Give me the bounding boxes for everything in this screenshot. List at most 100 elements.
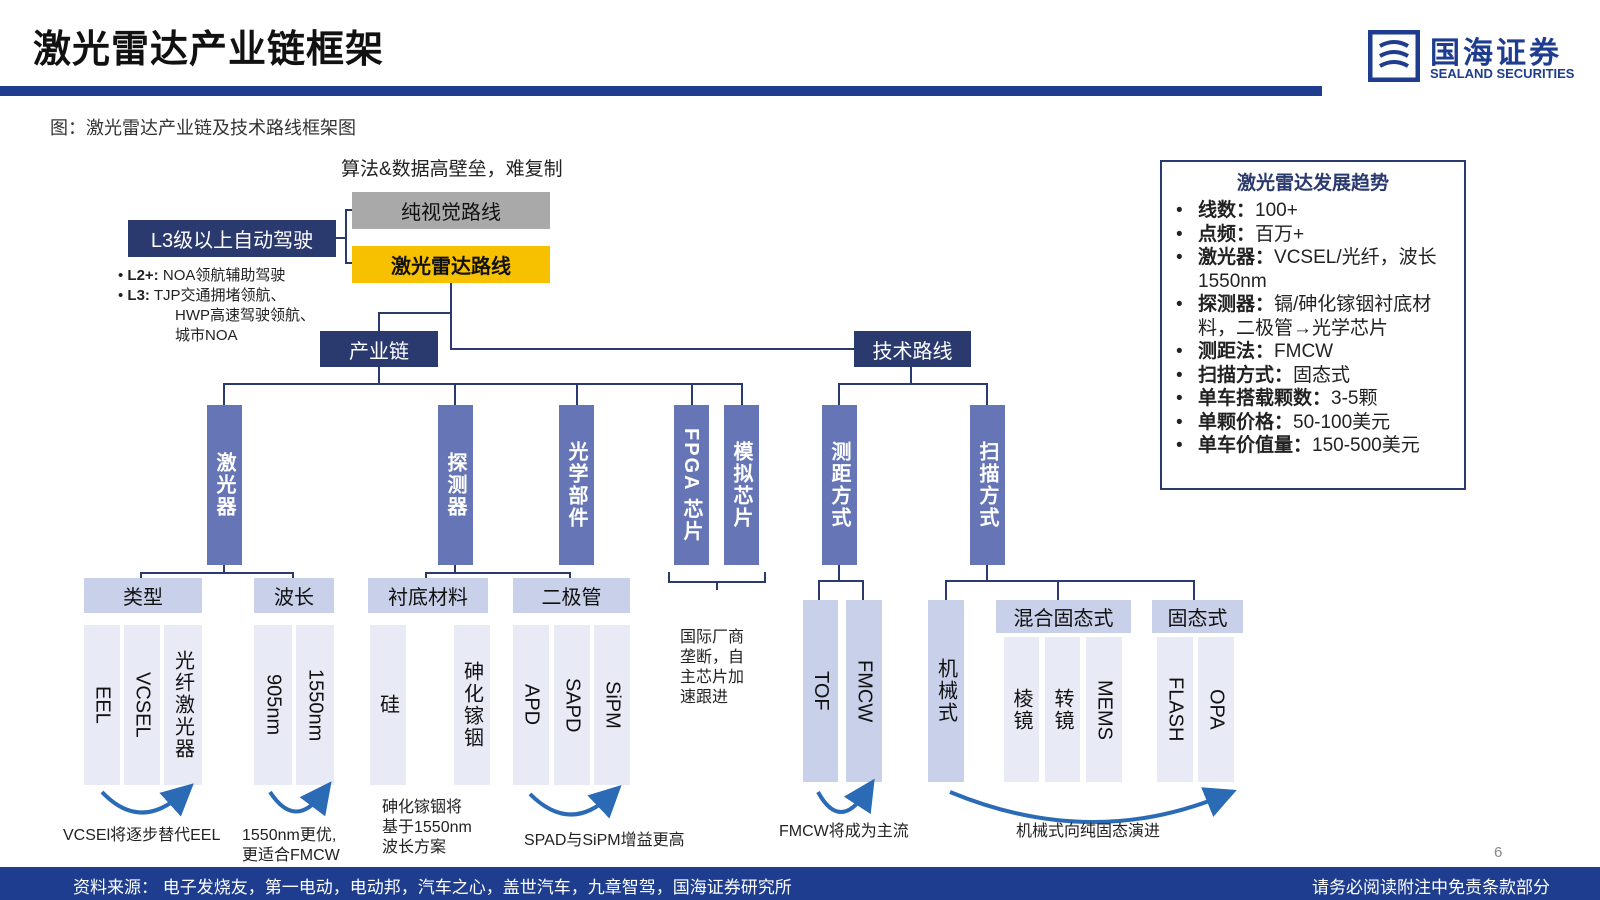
trend-list: 线数：100+ 点频：百万+ 激光器：VCSEL/光纤，波长1550nm 探测器…: [1174, 199, 1454, 458]
trend-item: 测距法：FMCW: [1174, 340, 1454, 364]
trend-val: 固态式: [1293, 364, 1351, 386]
fpga-chip-box: FPGA 芯片: [674, 405, 709, 565]
trend-val: 镉/砷化镓铟衬底材料，二极管→光学芯片: [1198, 294, 1432, 339]
page-number: 6: [1494, 844, 1503, 861]
trend-key: 扫描方式：: [1198, 364, 1294, 386]
connector: [425, 572, 571, 574]
bullet-icon: •: [118, 267, 128, 284]
trend-val: 3-5颗: [1331, 388, 1378, 409]
connector: [986, 383, 988, 405]
pure-vision-box: 纯视觉路线: [352, 192, 550, 229]
tech-route-box: 技术路线: [854, 331, 971, 367]
header-bar: [0, 86, 1322, 96]
arrow-vcsel-icon: [100, 783, 194, 817]
connector: [741, 383, 743, 405]
ranging-tof: TOF: [803, 600, 838, 782]
arrow-1550-icon: [268, 781, 332, 817]
type-vcsel: VCSEL: [124, 625, 160, 785]
trend-key: 单车价值量：: [1198, 435, 1313, 456]
optics-box: 光学部件: [559, 405, 594, 565]
trend-val: VCSEL/光纤，波长1550nm: [1198, 247, 1437, 292]
l2-bullet: • L2+: NOA领航辅助驾驶: [118, 266, 285, 286]
connector: [764, 572, 766, 582]
connector: [223, 383, 743, 385]
trend-item: 激光器：VCSEL/光纤，波长1550nm: [1174, 246, 1454, 293]
wavelength-905: 905nm: [254, 625, 292, 785]
hybrid-solid-header: 混合固态式: [996, 600, 1131, 633]
connector: [945, 580, 947, 600]
connector: [838, 383, 988, 385]
hybrid-prism: 棱镜: [1004, 637, 1039, 782]
l3-text-2: HWP高速驾驶领航、: [175, 307, 315, 324]
trend-val: 100+: [1255, 200, 1298, 221]
connector: [292, 572, 294, 580]
connector: [569, 572, 571, 580]
trend-key: 测距法：: [1198, 341, 1275, 362]
l3-key: L3:: [127, 287, 150, 304]
connector: [378, 312, 450, 314]
chip-note: 国际厂商垄断，自主芯片加速跟进: [680, 629, 745, 706]
trend-val: 百万+: [1255, 223, 1305, 245]
trend-item: 扫描方式：固态式: [1174, 364, 1454, 388]
sealand-logo-icon: [1368, 30, 1420, 82]
connector: [425, 572, 427, 580]
l3-autonomy-box: L3级以上自动驾驶: [128, 220, 336, 257]
note-1550-line2: 更适合FMCW: [242, 847, 340, 864]
barrier-label: 算法&数据高壁垒，难复制: [341, 159, 563, 180]
trend-panel: 激光雷达发展趋势 线数：100+ 点频：百万+ 激光器：VCSEL/光纤，波长1…: [1160, 160, 1466, 490]
connector: [862, 580, 864, 600]
solid-opa: OPA: [1198, 637, 1234, 782]
connector: [986, 563, 988, 581]
trend-item: 单车价值量：150-500美元: [1174, 434, 1454, 458]
substrate-silicon: 硅: [370, 625, 406, 785]
page-title: 激光雷达产业链框架: [33, 29, 385, 71]
connector: [668, 572, 670, 582]
trend-val: 50-100美元: [1293, 411, 1391, 433]
trend-key: 线数：: [1198, 200, 1256, 221]
footer-source: 资料来源： 电子发烧友，第一电动，电动邦，汽车之心，盖世汽车，九章智驾，国海证券…: [73, 878, 792, 897]
note-ingaas-line1: 砷化镓铟将: [382, 799, 463, 816]
diode-sipm: SiPM: [594, 625, 630, 785]
substrate-ingaas: 砷化镓铟: [454, 625, 490, 785]
note-1550-line1: 1550nm更优,: [242, 827, 337, 844]
l2-text: NOA领航辅助驾驶: [162, 267, 286, 284]
scan-mechanical: 机械式: [928, 600, 964, 782]
trend-item: 线数：100+: [1174, 199, 1454, 223]
diode-header: 二极管: [513, 578, 630, 613]
connector: [716, 582, 718, 590]
trend-key: 单车搭载颗数：: [1198, 388, 1332, 409]
logo-cn-text: 国海证券: [1430, 37, 1562, 70]
arrow-fmcw-icon: [816, 778, 875, 815]
connector: [450, 276, 452, 348]
connector: [1193, 580, 1195, 600]
note-evolve: 机械式向纯固态演进: [1016, 823, 1161, 840]
connector: [223, 563, 225, 573]
type-eel: EEL: [84, 625, 120, 785]
analog-chip-box: 模拟芯片: [724, 405, 759, 565]
arrow-spad-icon: [528, 784, 622, 819]
bullet-icon: •: [118, 287, 128, 304]
diode-apd: APD: [513, 625, 549, 785]
wavelength-header: 波长: [254, 578, 334, 613]
solid-state-header: 固态式: [1152, 600, 1243, 633]
footer-disclaimer: 请务必阅读附注中免责条款部分: [1312, 878, 1550, 897]
trend-item: 点频：百万+: [1174, 223, 1454, 247]
substrate-header: 衬底材料: [368, 578, 488, 613]
trend-key: 探测器：: [1198, 294, 1275, 315]
l3-text-1: TJP交通拥堵领航、: [153, 287, 286, 304]
connector: [223, 383, 225, 405]
l2-key: L2+:: [127, 267, 159, 284]
connector: [691, 383, 693, 405]
connector: [378, 366, 380, 384]
note-ingaas-line2: 基于1550nm: [382, 819, 472, 836]
diode-sapd: SAPD: [554, 625, 590, 785]
type-header: 类型: [84, 578, 202, 613]
trend-item: 单车搭载颗数：3-5颗: [1174, 387, 1454, 411]
brand-logo: 国海证券 SEALAND SECURITIES: [1368, 28, 1588, 84]
footer-bar: 资料来源： 电子发烧友，第一电动，电动邦，汽车之心，盖世汽车，九章智驾，国海证券…: [0, 867, 1600, 900]
detector-box: 探测器: [438, 405, 473, 565]
wavelength-1550: 1550nm: [296, 625, 334, 785]
trend-key: 单颗价格：: [1198, 411, 1294, 433]
connector: [450, 348, 855, 350]
trend-val: 150-500美元: [1312, 435, 1420, 456]
